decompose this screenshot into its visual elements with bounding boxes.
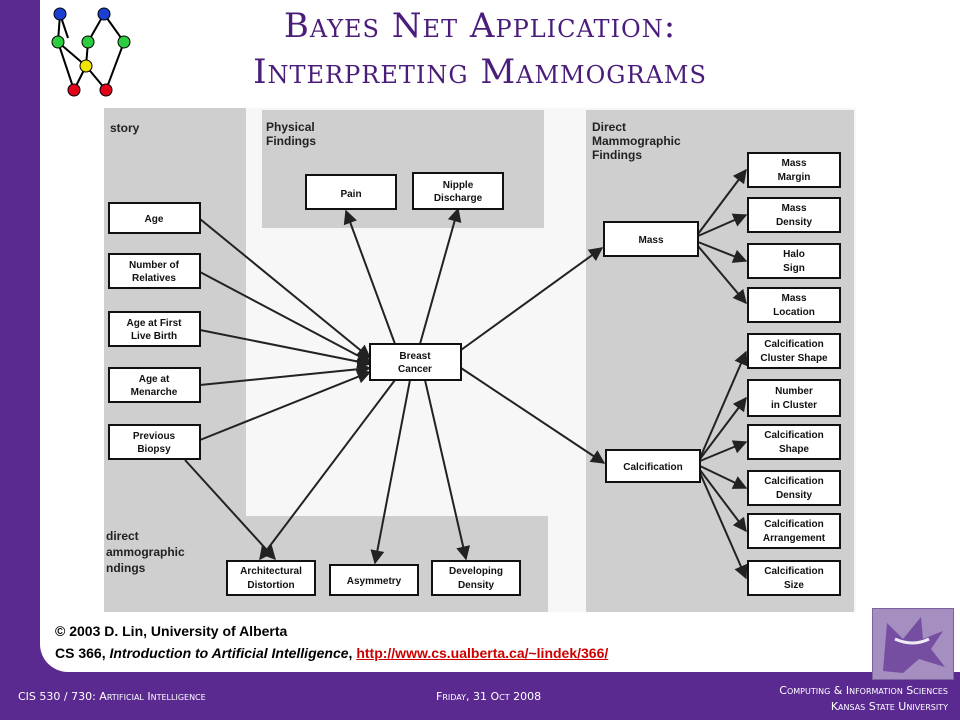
course-url-link[interactable]: http://www.cs.ualberta.ca/~lindek/366/ xyxy=(356,645,609,661)
node-mass-margin: Mass Margin xyxy=(747,152,841,188)
physical-region-label-1: Physical xyxy=(266,120,315,134)
svg-text:Previous: Previous xyxy=(133,431,176,442)
bayes-net-logo-icon xyxy=(51,7,131,97)
slide-title-line-2: Interpreting Mammograms xyxy=(253,52,707,92)
indirect-region-label-3: ndings xyxy=(106,561,146,575)
svg-text:Mass: Mass xyxy=(781,203,806,214)
node-mass: Mass xyxy=(603,221,699,257)
svg-text:Density: Density xyxy=(776,490,813,501)
node-pain: Pain xyxy=(305,174,397,210)
svg-text:Mass: Mass xyxy=(781,293,806,304)
svg-text:Halo: Halo xyxy=(783,249,805,260)
node-mass-density: Mass Density xyxy=(747,197,841,233)
node-calcification: Calcification xyxy=(605,449,701,483)
svg-text:Mass: Mass xyxy=(638,235,663,246)
direct-region-label-1: Direct xyxy=(592,120,626,134)
svg-text:Age: Age xyxy=(145,214,164,225)
svg-text:Age at First: Age at First xyxy=(126,318,182,329)
svg-text:Asymmetry: Asymmetry xyxy=(347,576,402,587)
node-age-first-live-birth: Age at First Live Birth xyxy=(108,311,201,347)
svg-text:Calcification: Calcification xyxy=(764,476,823,487)
course-separator: , xyxy=(348,645,357,661)
course-title: Introduction to Artificial Intelligence xyxy=(109,645,349,661)
footer-course-name: CIS 530 / 730: Artificial Intelligence xyxy=(18,690,206,703)
indirect-region-label-2: ammographic xyxy=(106,545,185,559)
svg-text:Mass: Mass xyxy=(781,158,806,169)
history-region-label: story xyxy=(110,121,140,135)
node-architectural-distortion: Architectural Distortion xyxy=(226,560,316,596)
node-asymmetry: Asymmetry xyxy=(329,564,419,596)
svg-text:Sign: Sign xyxy=(783,263,805,274)
svg-text:Margin: Margin xyxy=(778,172,811,183)
node-halo-sign: Halo Sign xyxy=(747,243,841,279)
svg-text:Nipple: Nipple xyxy=(443,180,474,191)
svg-text:Cancer: Cancer xyxy=(398,364,432,375)
svg-text:Calcification: Calcification xyxy=(764,519,823,530)
svg-text:Cluster Shape: Cluster Shape xyxy=(760,353,828,364)
svg-text:Developing: Developing xyxy=(449,566,503,577)
svg-text:Calcification: Calcification xyxy=(764,566,823,577)
svg-text:Size: Size xyxy=(784,580,804,591)
node-number-of-relatives: Number of Relatives xyxy=(108,253,201,289)
node-previous-biopsy: Previous Biopsy xyxy=(108,424,201,460)
svg-text:Location: Location xyxy=(773,307,815,318)
svg-text:Calcification: Calcification xyxy=(764,430,823,441)
svg-text:Number of: Number of xyxy=(129,260,180,271)
node-age: Age xyxy=(108,202,201,234)
university-logo xyxy=(872,608,954,680)
node-calcification-shape: Calcification Shape xyxy=(747,424,841,460)
bayes-net-diagram: story Physical Findings Direct Mammograp… xyxy=(104,108,856,612)
footer-bar xyxy=(0,672,960,720)
svg-text:Age at: Age at xyxy=(139,374,170,385)
course-prefix: CS 366, xyxy=(55,645,110,661)
node-nipple-discharge: Nipple Discharge xyxy=(412,172,504,210)
node-calcification-arrangement: Calcification Arrangement xyxy=(747,513,841,549)
footer-date: Friday, 31 Oct 2008 xyxy=(436,690,542,703)
node-calcification-density: Calcification Density xyxy=(747,470,841,506)
svg-text:Calcification: Calcification xyxy=(623,462,682,473)
svg-text:Menarche: Menarche xyxy=(131,387,178,398)
footer-department: Computing & Information Sciences xyxy=(779,684,948,697)
svg-text:Pain: Pain xyxy=(340,189,361,200)
svg-text:Architectural: Architectural xyxy=(240,566,302,577)
node-calcification-size: Calcification Size xyxy=(747,560,841,596)
node-developing-density: Developing Density xyxy=(431,560,521,596)
svg-text:Density: Density xyxy=(458,580,495,591)
direct-region-label-3: Findings xyxy=(592,148,642,162)
direct-region-label-2: Mammographic xyxy=(592,134,681,148)
svg-text:Density: Density xyxy=(776,217,813,228)
indirect-region-label-1: direct xyxy=(106,529,139,543)
svg-text:Biopsy: Biopsy xyxy=(137,444,171,455)
node-number-in-cluster: Number in Cluster xyxy=(747,379,841,417)
svg-text:Arrangement: Arrangement xyxy=(763,533,826,544)
slide-title-line-1: Bayes Net Application: xyxy=(283,6,677,46)
node-age-at-menarche: Age at Menarche xyxy=(108,367,201,403)
svg-text:Distortion: Distortion xyxy=(247,580,294,591)
svg-text:Discharge: Discharge xyxy=(434,193,483,204)
node-breast-cancer: Breast Cancer xyxy=(369,343,462,381)
svg-text:Live Birth: Live Birth xyxy=(131,331,177,342)
diagram-edges xyxy=(184,168,748,580)
node-calcification-cluster-shape: Calcification Cluster Shape xyxy=(747,333,841,369)
wildcat-logo-icon xyxy=(883,617,945,673)
node-mass-location: Mass Location xyxy=(747,287,841,323)
svg-text:Breast: Breast xyxy=(399,351,431,362)
footer-university: Kansas State University xyxy=(830,700,948,713)
svg-text:Relatives: Relatives xyxy=(132,273,176,284)
course-credit: CS 366, Introduction to Artificial Intel… xyxy=(55,645,608,661)
svg-text:Calcification: Calcification xyxy=(764,339,823,350)
left-sidebar xyxy=(0,0,40,720)
svg-text:Shape: Shape xyxy=(779,444,809,455)
svg-text:Number: Number xyxy=(775,386,813,397)
physical-region-label-2: Findings xyxy=(266,134,316,148)
copyright-text: © 2003 D. Lin, University of Alberta xyxy=(55,623,288,639)
svg-text:in Cluster: in Cluster xyxy=(771,400,817,411)
